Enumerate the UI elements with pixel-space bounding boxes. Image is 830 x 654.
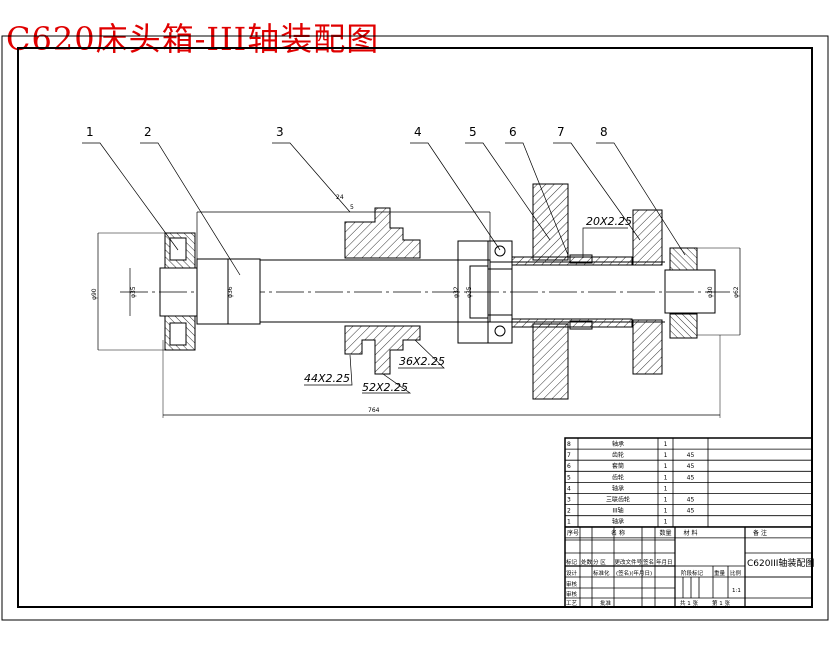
tb-weight: 重量 — [714, 569, 726, 577]
tb-process: 工艺 — [566, 600, 578, 607]
parts-cell-name: 轴承 — [612, 484, 624, 492]
tb-drawing-name: C620III轴装配图 — [747, 557, 814, 569]
callout-3: 3 — [276, 125, 284, 139]
tb-scale: 1:1 — [732, 588, 741, 594]
gear-note-20: 20X2.25 — [586, 215, 632, 228]
parts-cell-material: 45 — [687, 463, 695, 470]
parts-cell-qty: 1 — [664, 441, 668, 448]
dim-gear-small: 5 — [350, 204, 354, 211]
parts-cell-qty: 1 — [664, 485, 668, 492]
bearing-4 — [457, 240, 513, 344]
parts-cell-no: 1 — [567, 519, 571, 526]
callout-8: 8 — [600, 125, 608, 139]
tb-mark: 标记 — [566, 558, 578, 566]
parts-cell-no: 7 — [567, 452, 571, 459]
tb-standardize: 标准化 — [593, 569, 610, 577]
parts-header-note: 备 注 — [753, 529, 767, 537]
tb-sign-date: (签名)(年月日) — [616, 569, 652, 577]
parts-cell-material: 45 — [687, 474, 695, 481]
parts-cell-material: 45 — [687, 508, 695, 515]
parts-cell-no: 2 — [567, 508, 571, 515]
callout-5: 5 — [469, 125, 477, 139]
gear-note-52: 52X2.25 — [362, 381, 408, 394]
gear-note-36: 36X2.25 — [399, 355, 445, 368]
parts-cell-name: 齿轮 — [612, 451, 624, 459]
bearing-1 — [159, 232, 198, 351]
tb-sheet-no: 第 1 张 — [712, 599, 730, 607]
tb-sign: 签名 — [643, 558, 654, 566]
parts-cell-no: 8 — [567, 441, 571, 448]
parts-cell-material: 45 — [687, 497, 695, 504]
drawing-title: C620床头箱-III轴装配图 — [6, 20, 380, 58]
parts-cell-qty: 1 — [664, 452, 668, 459]
dim-shaft-mid: φ32 — [453, 286, 460, 298]
parts-cell-qty: 1 — [664, 463, 668, 470]
tb-review: 审核 — [566, 590, 578, 598]
parts-cell-qty: 1 — [664, 508, 668, 515]
tb-check: 审核 — [566, 580, 578, 588]
parts-cell-name: 齿轮 — [612, 473, 624, 481]
tb-design: 设计 — [566, 569, 578, 577]
parts-cell-name: III轴 — [612, 507, 623, 515]
dim-shaft-step: φ36 — [227, 286, 234, 298]
parts-cell-qty: 1 — [664, 474, 668, 481]
parts-cell-no: 4 — [567, 485, 571, 492]
parts-cell-no: 5 — [567, 474, 571, 481]
gear-note-44: 44X2.25 — [304, 372, 350, 385]
dim-right-stub: φ30 — [707, 286, 714, 298]
bearing-8 — [664, 247, 716, 339]
gear-5 — [532, 183, 569, 400]
parts-header-material: 材 料 — [684, 529, 698, 537]
callout-7: 7 — [557, 125, 565, 139]
tb-zone: 分 区 — [593, 558, 606, 566]
parts-header-name: 名 称 — [611, 529, 625, 537]
tb-change-doc: 更改文件号 — [615, 558, 643, 566]
dim-right-bearing: φ62 — [733, 286, 740, 298]
parts-header-no: 序号 — [567, 529, 579, 537]
parts-cell-name: 三联齿轮 — [606, 496, 630, 504]
tb-sheets: 共 1 张 — [680, 599, 698, 607]
inner-frame — [17, 47, 813, 608]
dim-left-stub: φ35 — [130, 286, 137, 298]
parts-cell-no: 3 — [567, 497, 571, 504]
callout-6: 6 — [509, 125, 517, 139]
tb-date: 年月日 — [656, 558, 673, 566]
parts-cell-material: 45 — [687, 452, 695, 459]
tb-stage-mark: 阶段标记 — [681, 569, 704, 577]
title-block — [565, 526, 812, 607]
sleeve-6 — [511, 254, 633, 330]
parts-cell-name: 轴承 — [612, 440, 624, 448]
parts-cell-no: 6 — [567, 463, 571, 470]
parts-cell-name: 套筒 — [612, 462, 624, 470]
tb-approve: 批准 — [600, 599, 612, 607]
callout-4: 4 — [414, 125, 422, 139]
tb-scale-label: 比例 — [730, 569, 742, 577]
tb-count: 处数 — [581, 558, 593, 566]
dim-gear-width: 24 — [336, 194, 344, 201]
callout-2: 2 — [144, 125, 152, 139]
parts-cell-name: 轴承 — [612, 518, 624, 526]
dim-left-bearing: φ90 — [91, 288, 98, 300]
dim-overall-length: 764 — [368, 407, 380, 414]
callout-1: 1 — [86, 125, 94, 139]
triple-gear-3 — [344, 207, 421, 375]
parts-header-qty: 数量 — [659, 529, 671, 537]
outer-border — [1, 35, 829, 621]
parts-list — [564, 437, 813, 608]
shaft-2 — [196, 211, 665, 325]
parts-cell-qty: 1 — [664, 519, 668, 526]
parts-cell-qty: 1 — [664, 497, 668, 504]
dim-sleeve: φ35 — [466, 286, 473, 298]
gear-7 — [632, 209, 663, 375]
